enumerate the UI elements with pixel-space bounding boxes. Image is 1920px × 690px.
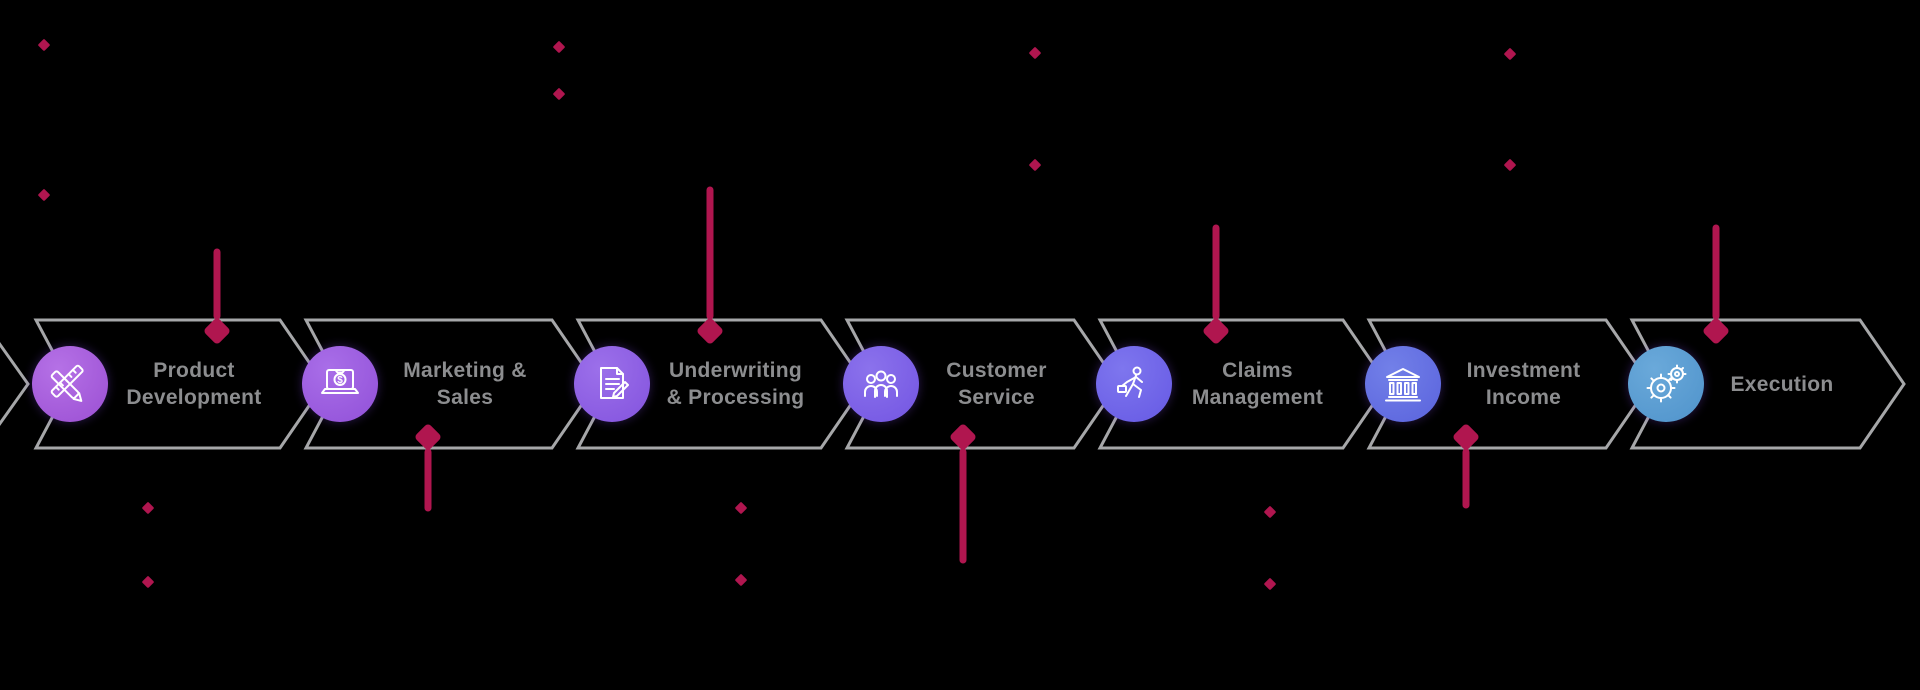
- stage-label: Customer Service: [925, 320, 1068, 448]
- stage-label-line1: Investment: [1466, 359, 1581, 382]
- stage-label-line1: Customer: [946, 359, 1047, 382]
- stage-label: Marketing & Sales: [384, 320, 546, 448]
- stage-label-line2: Service: [958, 386, 1035, 409]
- stage-label-line2: Income: [1485, 386, 1562, 409]
- gears-icon: [1628, 346, 1704, 422]
- stage-execution: Execution: [1626, 320, 1880, 448]
- stage-label-line2: & Processing: [666, 386, 805, 409]
- stage-label: Claims Management: [1178, 320, 1337, 448]
- stage-marketing-sales: $ Marketing & Sales: [300, 320, 572, 448]
- pin-head-icon: [697, 318, 723, 344]
- stage-label-line2: Development: [126, 386, 262, 409]
- chevron-left-tail: [0, 341, 30, 427]
- stage-label-line1: Product: [153, 359, 235, 382]
- stage-product-development: Product Development: [30, 320, 300, 448]
- stage-label: Execution: [1710, 320, 1854, 448]
- stage-investment-income: Investment Income: [1363, 320, 1626, 448]
- pin-head-icon: [204, 318, 230, 344]
- pin-head-icon: [1453, 424, 1479, 450]
- diamond-bullets: [38, 39, 1516, 590]
- stage-claims-management: Claims Management: [1094, 320, 1363, 448]
- document-pencil-icon: [574, 346, 650, 422]
- stage-label-line2: Sales: [436, 386, 494, 409]
- stage-label: Investment Income: [1447, 320, 1600, 448]
- stage-underwriting-processing: Underwriting & Processing: [572, 320, 841, 448]
- pin-head-icon: [950, 424, 976, 450]
- pin-head-icon: [1203, 318, 1229, 344]
- businessman-icon: [1096, 346, 1172, 422]
- stage-customer-service: Customer Service: [841, 320, 1094, 448]
- stage-label-line1: Execution: [1730, 372, 1834, 396]
- pin-arrows-bottom: [415, 424, 1479, 564]
- laptop-money-icon: $: [302, 346, 378, 422]
- pin-head-icon: [1703, 318, 1729, 344]
- pencil-ruler-icon: [32, 346, 108, 422]
- stage-label: Product Development: [114, 320, 274, 448]
- dollar-glyph: $: [337, 375, 343, 386]
- pin-head-icon: [415, 424, 441, 450]
- stage-label-line1: Underwriting: [668, 359, 803, 382]
- pin-arrows-top: [204, 186, 1729, 344]
- team-icon: [843, 346, 919, 422]
- stage-label: Underwriting & Processing: [656, 320, 815, 448]
- stage-label-line1: Claims: [1222, 359, 1293, 382]
- bank-icon: [1365, 346, 1441, 422]
- stage-label-line2: Management: [1191, 386, 1324, 409]
- stage-label-line1: Marketing &: [403, 359, 527, 382]
